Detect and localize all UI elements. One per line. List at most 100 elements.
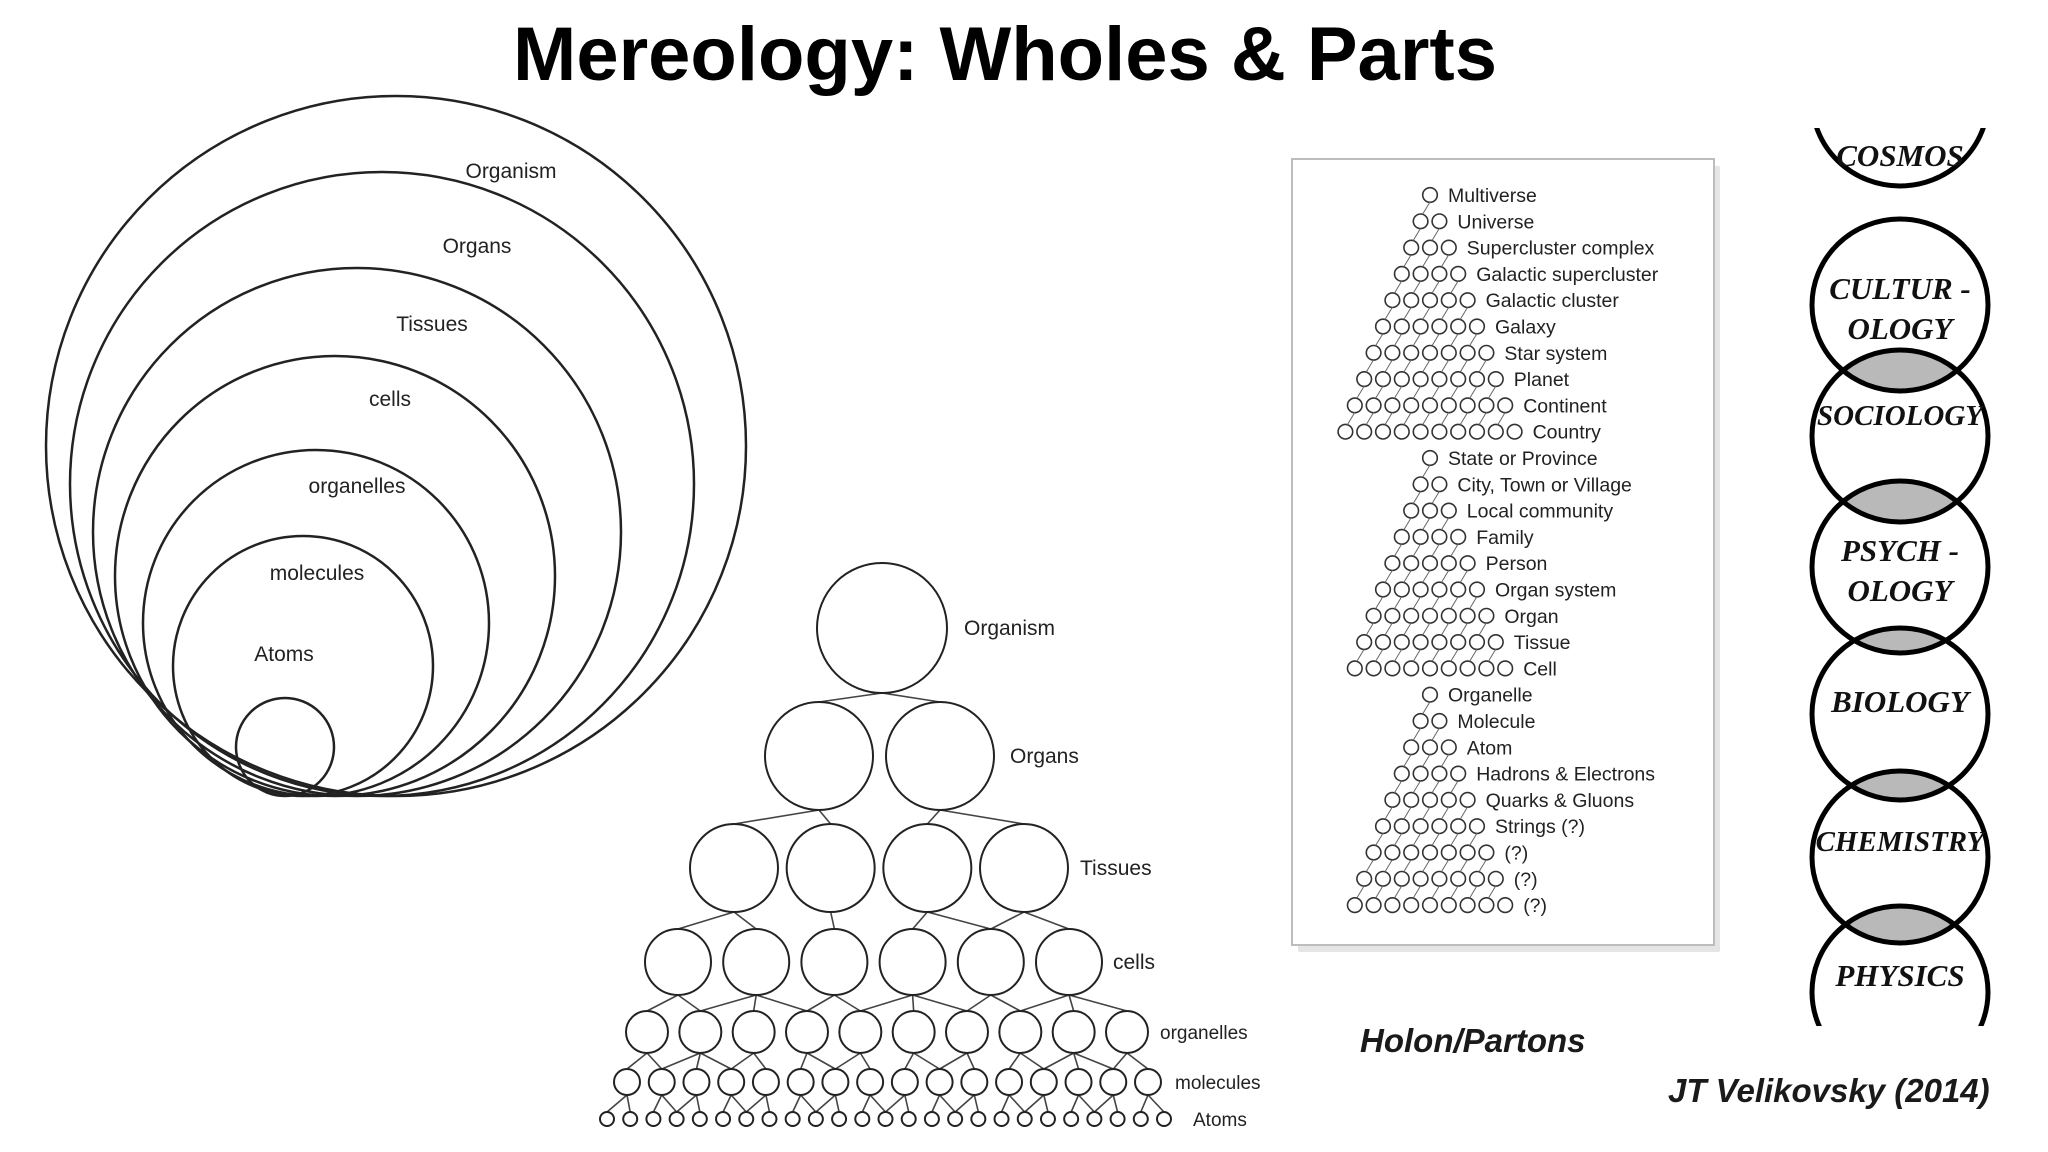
holon-edge bbox=[1393, 648, 1403, 662]
tree-edge bbox=[911, 911, 928, 930]
tree-label-atoms: Atoms bbox=[1193, 1110, 1247, 1131]
holon-edge bbox=[1412, 832, 1422, 846]
holon-edge bbox=[1450, 780, 1459, 794]
tree-label-cells: cells bbox=[1113, 951, 1155, 974]
holon-node bbox=[1374, 423, 1392, 440]
tree-node-atoms bbox=[1086, 1111, 1103, 1127]
holon-edge bbox=[1431, 727, 1440, 741]
tree-node-molecules bbox=[960, 1068, 989, 1096]
science-ring bbox=[1809, 625, 1991, 803]
holon-edge bbox=[1469, 648, 1478, 662]
tree-edge bbox=[730, 1052, 755, 1070]
science-label-biology: BIOLOGY bbox=[1830, 684, 1972, 719]
tree-edge bbox=[695, 1094, 701, 1113]
tree-edge bbox=[806, 994, 835, 1012]
holon-label: Tissue bbox=[1514, 632, 1571, 654]
holon-edge bbox=[1440, 306, 1450, 320]
holon-node bbox=[1487, 423, 1504, 440]
tree-node-atoms bbox=[923, 1111, 940, 1127]
ring-label-organism: Organism bbox=[465, 160, 556, 183]
holon-edge bbox=[1412, 280, 1422, 294]
holon-edge bbox=[1412, 491, 1422, 504]
tree-edge bbox=[904, 1052, 915, 1070]
tree-node-cells bbox=[644, 928, 712, 996]
holon-edge bbox=[1403, 412, 1412, 425]
holon-edge bbox=[1375, 385, 1384, 399]
tree-node-cells bbox=[878, 928, 947, 996]
holon-edge bbox=[1469, 333, 1478, 347]
holon-edge bbox=[1403, 622, 1412, 636]
tree-edge bbox=[626, 1094, 631, 1113]
holon-edge bbox=[1487, 385, 1497, 399]
holon-label: (?) bbox=[1514, 869, 1538, 891]
holon-edge bbox=[1478, 359, 1487, 373]
holon-label: Star system bbox=[1504, 343, 1607, 365]
tree-edge bbox=[676, 1094, 697, 1113]
tree-edge bbox=[1043, 1052, 1075, 1070]
ring-label-atoms: Atoms bbox=[254, 643, 314, 666]
tree-node-molecules bbox=[1134, 1068, 1162, 1096]
tree-edge bbox=[765, 1094, 771, 1113]
tree-node-atoms bbox=[970, 1111, 987, 1127]
tree-edge bbox=[966, 1052, 976, 1070]
ring-label-molecules: molecules bbox=[270, 562, 365, 585]
tree-edge bbox=[1093, 1094, 1114, 1113]
tree-edge bbox=[1019, 1052, 1045, 1070]
holon-edge bbox=[1469, 832, 1478, 846]
tree-edge bbox=[927, 911, 992, 930]
tree-edge bbox=[926, 809, 941, 825]
holon-edge bbox=[1412, 385, 1422, 399]
holon-edge bbox=[1403, 359, 1412, 373]
holon-edge bbox=[1440, 859, 1450, 873]
holon-edge bbox=[1478, 859, 1487, 873]
tree-node-molecules bbox=[682, 1068, 711, 1096]
tree-node-cells bbox=[722, 928, 791, 996]
holon-edge bbox=[1431, 596, 1440, 610]
holon-edge bbox=[1393, 832, 1403, 846]
tree-node-molecules bbox=[925, 1068, 954, 1096]
holon-edge bbox=[1431, 333, 1440, 347]
holon-node bbox=[1346, 896, 1363, 914]
tree-node-atoms bbox=[738, 1111, 755, 1127]
tree-edge bbox=[1073, 1052, 1114, 1070]
holon-label: (?) bbox=[1523, 895, 1547, 917]
tree-node-molecules bbox=[786, 1068, 815, 1096]
holon-panel bbox=[1291, 158, 1715, 946]
tree-edge bbox=[973, 1094, 980, 1113]
tree-edge bbox=[1000, 1094, 1010, 1113]
holon-edge bbox=[1393, 385, 1403, 399]
holon-edge bbox=[1403, 859, 1412, 873]
tree-label-organs: Organs bbox=[1010, 745, 1079, 768]
holon-edge bbox=[1356, 385, 1365, 399]
holon-edge bbox=[1440, 517, 1450, 531]
holon-label: Planet bbox=[1514, 369, 1570, 391]
tree-edge bbox=[806, 1052, 836, 1070]
tree-edge bbox=[834, 1094, 840, 1113]
holon-edge bbox=[1365, 412, 1375, 425]
holon-node bbox=[1497, 896, 1514, 914]
holon-edge bbox=[1459, 859, 1469, 873]
holon-edge bbox=[1356, 648, 1365, 662]
tree-edge bbox=[1020, 994, 1070, 1012]
tree-edge bbox=[1112, 1052, 1128, 1070]
holon-edge bbox=[1375, 648, 1384, 662]
holon-edge bbox=[1459, 412, 1469, 425]
tree-node-atoms bbox=[645, 1111, 662, 1127]
holon-label: Cell bbox=[1523, 658, 1557, 680]
holon-edge bbox=[1384, 622, 1393, 636]
tree-edge bbox=[699, 1052, 732, 1070]
holon-node bbox=[1412, 423, 1429, 440]
tree-node-atoms bbox=[784, 1111, 801, 1127]
holon-edge bbox=[1440, 359, 1450, 373]
tree-node-organs bbox=[885, 701, 995, 811]
holon-edge bbox=[1412, 885, 1422, 899]
holon-edge bbox=[1431, 780, 1440, 794]
science-ring bbox=[1809, 478, 1991, 656]
tree-node-molecules bbox=[1064, 1068, 1093, 1096]
tree-edge bbox=[939, 1052, 968, 1070]
tree-node-atoms bbox=[947, 1111, 964, 1127]
holon-edge bbox=[1422, 464, 1431, 478]
holon-edge bbox=[1469, 885, 1478, 899]
holon-edge bbox=[1459, 806, 1469, 820]
